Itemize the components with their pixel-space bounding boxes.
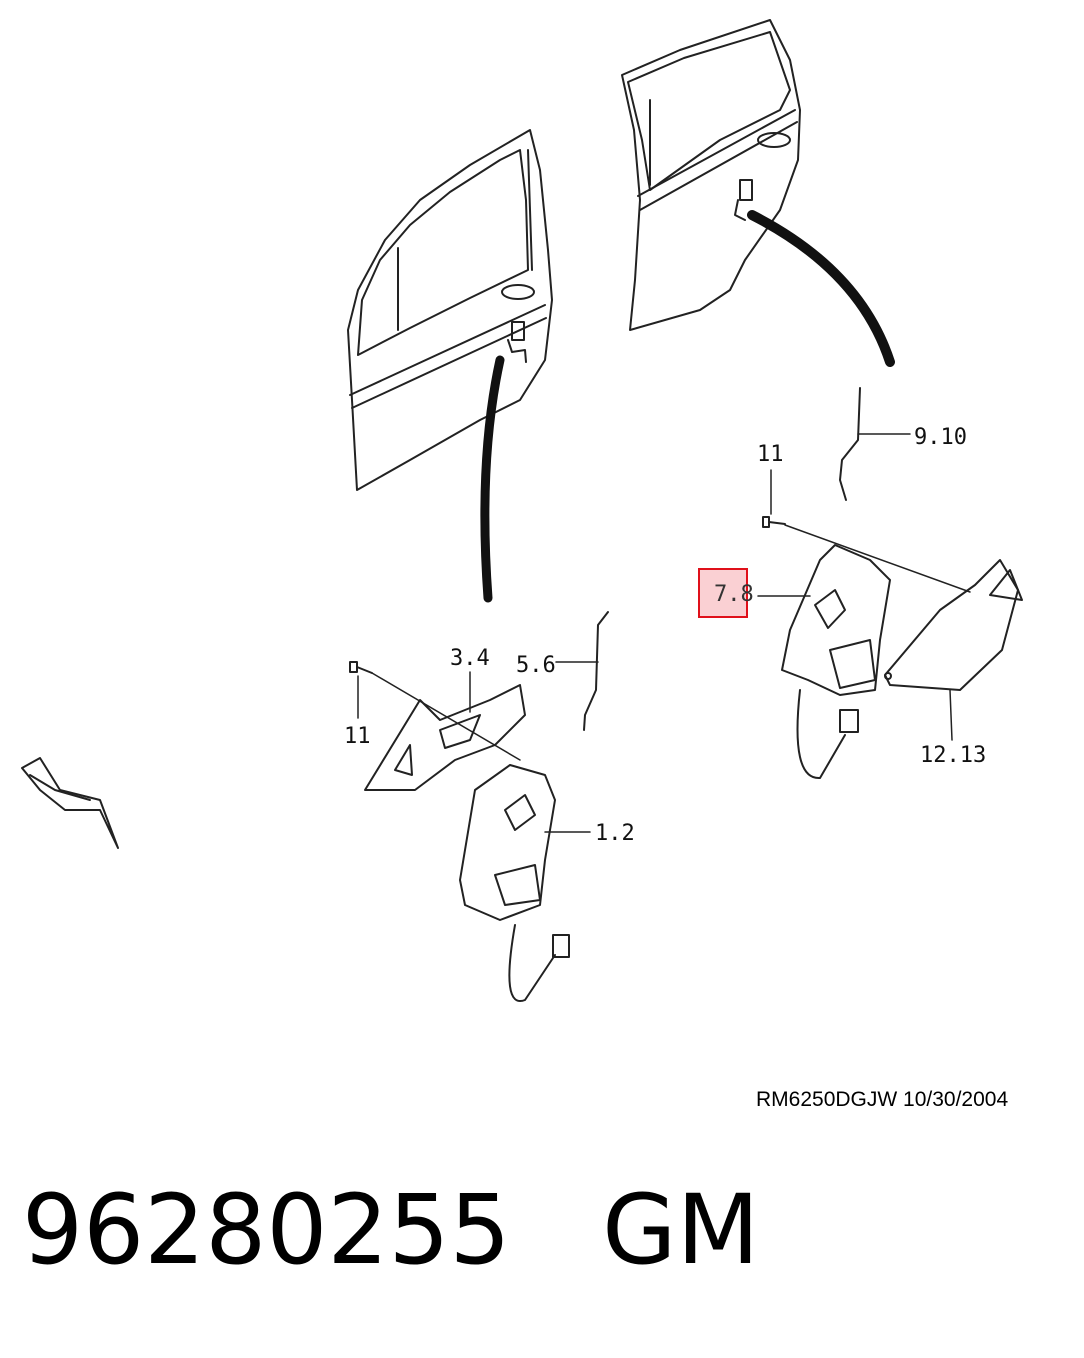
callout-front-rod: 5.6	[516, 653, 556, 678]
rear-door-illustration	[621, 19, 801, 331]
front-door-wire	[480, 355, 505, 603]
drawing-reference: RM6250DGJW 10/30/2004	[756, 1088, 1009, 1111]
callout-front-screw: 11	[344, 724, 371, 749]
rear-screw-part	[762, 469, 971, 593]
bracket-detail-fragment	[21, 757, 119, 849]
front-actuator-part	[459, 764, 591, 1003]
part-number-title: 96280255 GM	[22, 1174, 760, 1286]
rear-actuator-part	[757, 544, 891, 780]
rear-door-wire	[747, 210, 895, 367]
callout-front-bracket: 3.4	[450, 646, 490, 671]
callout-rear-actuator: 7.8	[714, 582, 754, 607]
rear-bracket-part	[884, 559, 1023, 741]
highlighted-callout-box	[698, 568, 748, 618]
callout-front-actuator: 1.2	[595, 821, 635, 846]
callout-rear-bracket: 12.13	[920, 743, 986, 768]
front-bracket-part	[364, 671, 526, 791]
callout-rear-rod: 9.10	[914, 425, 967, 450]
callout-rear-screw: 11	[757, 442, 784, 467]
front-rod-part	[583, 611, 609, 731]
front-door-illustration	[347, 129, 553, 491]
rear-rod-part	[839, 387, 861, 501]
